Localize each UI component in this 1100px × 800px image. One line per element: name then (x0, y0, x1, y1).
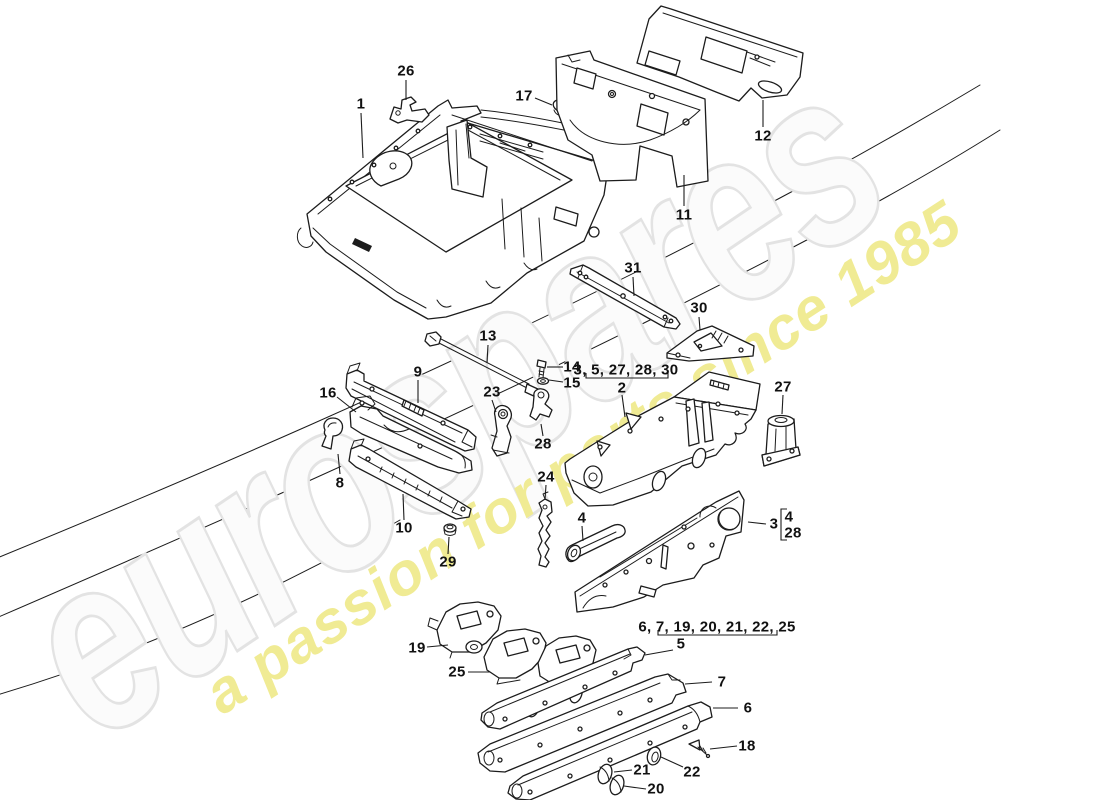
part-18-drawing (688, 739, 711, 759)
part-14-drawing (536, 359, 547, 379)
part-15-drawing (536, 377, 550, 385)
part-10-drawing (348, 438, 472, 520)
swoosh-line-left (0, 519, 401, 695)
part-7-drawing (477, 673, 687, 773)
swoosh-line-lower (0, 129, 1001, 617)
part-6-drawing (507, 701, 713, 800)
part-9-drawing (345, 362, 477, 452)
part-29-drawing (443, 523, 457, 536)
part-3-drawing (574, 490, 745, 613)
background-swoosh (0, 84, 1001, 695)
part-12-drawing (636, 5, 804, 102)
part-2-drawing (564, 371, 761, 507)
part-25-drawing (483, 628, 547, 685)
part-8-drawing (321, 417, 344, 450)
swoosh-line-upper (0, 84, 981, 558)
part-16-drawing (349, 395, 473, 474)
part-30-drawing (666, 325, 755, 362)
part-1-drawing (296, 99, 634, 320)
part-22-drawing (646, 746, 662, 766)
part-13-drawing (424, 331, 544, 399)
part-19-drawing (427, 601, 502, 659)
part-23-drawing (490, 404, 512, 457)
part-24-drawing (537, 491, 553, 568)
part-11-drawing (555, 50, 709, 188)
part-26-drawing (389, 96, 430, 124)
part-21-drawing (597, 763, 613, 785)
part-28-drawing (529, 388, 553, 421)
part-20-drawing (609, 774, 625, 796)
part-5-drawing (480, 646, 646, 730)
part-4-drawing (565, 523, 626, 563)
part-27-drawing (761, 414, 801, 467)
part-31-drawing (569, 264, 681, 330)
